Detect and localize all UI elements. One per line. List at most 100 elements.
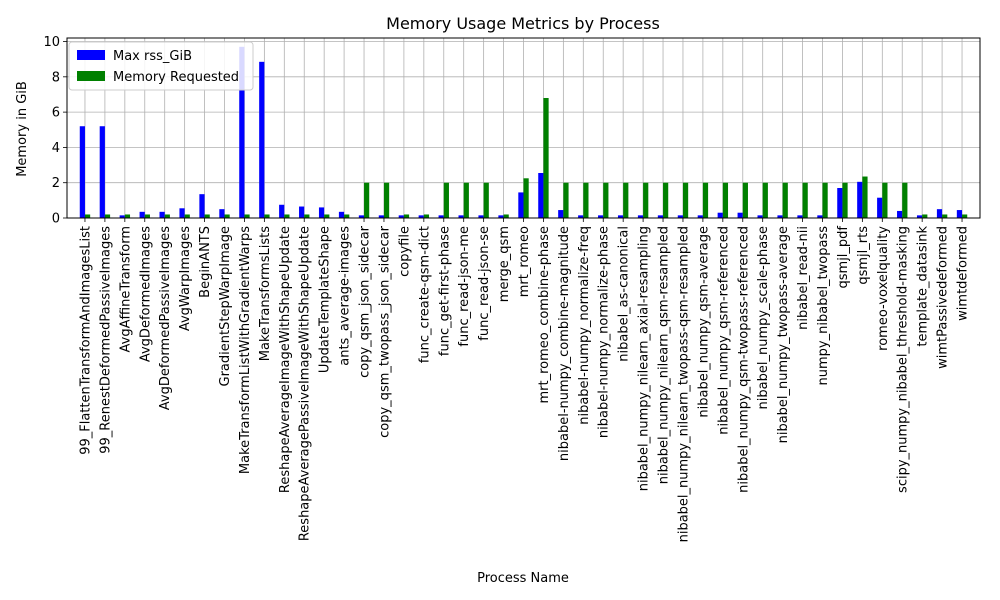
x-tick-label: copy_qsm_twopass_json_sidecar <box>377 225 392 438</box>
bar-max-rss <box>398 215 404 218</box>
bar-max-rss <box>757 215 763 218</box>
bar-memory-requested <box>324 214 330 218</box>
legend-swatch-memory-requested <box>77 71 105 81</box>
x-tick-label: nibabel-numpy_normalize-phase <box>597 226 612 438</box>
x-tick-label: func_get-first-phase <box>437 226 452 356</box>
bar-max-rss <box>538 173 544 218</box>
bar-max-rss <box>119 215 125 218</box>
bar-max-rss <box>159 211 165 218</box>
y-tick-label: 4 <box>52 141 60 156</box>
x-tick-label: func_create-qsm-dict <box>417 226 432 363</box>
bar-max-rss <box>239 46 245 218</box>
bar-max-rss <box>139 211 145 218</box>
x-tick-label: ReshapeAverageImageWithShapeUpdate <box>278 226 293 493</box>
bar-memory-requested <box>702 182 709 218</box>
bar-max-rss <box>518 192 524 218</box>
bar-memory-requested <box>543 98 549 218</box>
bar-memory-requested <box>264 214 270 218</box>
bar-memory-requested <box>722 182 729 218</box>
bar-memory-requested <box>124 214 131 218</box>
bar-max-rss <box>916 215 923 218</box>
x-tick-label: wimtdeformed <box>956 226 971 321</box>
bar-memory-requested <box>603 182 609 218</box>
bar-max-rss <box>717 212 723 218</box>
bar-max-rss <box>817 215 823 218</box>
x-tick-label: nibabel-numpy_normalize-freq <box>577 226 592 425</box>
bar-memory-requested <box>184 214 190 218</box>
x-tick-label: mrt_romeo_combine-phase <box>537 226 552 404</box>
bar-max-rss <box>777 215 783 218</box>
bar-max-rss <box>737 212 743 218</box>
x-tick-label: nibabel_numpy_qsm-referenced <box>716 226 731 435</box>
x-tick-label: nibabel-numpy_combine-magnitude <box>557 226 572 461</box>
legend-label-max-rss: Max rss_GiB <box>113 49 192 64</box>
x-tick-label: AvgWarpImages <box>178 226 193 331</box>
bar-max-rss <box>378 215 384 218</box>
bar-memory-requested <box>862 176 868 218</box>
y-tick-label: 0 <box>52 212 60 227</box>
bar-memory-requested <box>922 214 928 218</box>
bar-memory-requested <box>304 214 310 218</box>
y-tick-label: 8 <box>52 70 60 85</box>
bar-max-rss <box>219 209 225 218</box>
bar-max-rss <box>299 206 305 218</box>
bar-memory-requested <box>583 182 589 218</box>
bar-max-rss <box>697 215 703 218</box>
bar-memory-requested <box>882 182 888 218</box>
bar-memory-requested <box>802 182 808 218</box>
x-tick-label: nibabel_numpy_nilearn_twopass-qsm-resamp… <box>676 226 691 542</box>
x-tick-label: nibabel_numpy_nilearn_axial-resampling <box>637 226 652 491</box>
x-tick-label: UpdateTemplateShape <box>318 226 333 373</box>
x-tick-label: AvgDeformedPassiveImages <box>158 226 173 410</box>
bar-memory-requested <box>483 182 489 218</box>
bar-memory-requested <box>563 182 569 218</box>
bar-memory-requested <box>443 182 449 218</box>
x-tick-label: romeo-voxelquality <box>876 226 891 351</box>
x-tick-label: mrt_romeo <box>517 226 532 297</box>
bar-max-rss <box>598 215 604 218</box>
bar-max-rss <box>897 210 903 218</box>
chart-title: Memory Usage Metrics by Process <box>386 14 660 33</box>
bar-memory-requested <box>842 182 848 218</box>
x-tick-label: nibabel_as-canonical <box>617 226 632 362</box>
x-tick-label: copyfile <box>397 226 412 277</box>
y-axis-label: Memory in GiB <box>15 81 30 177</box>
x-tick-label: ReshapeAveragePassiveImageWithShapeUpdat… <box>298 226 313 541</box>
bar-memory-requested <box>204 214 210 218</box>
x-tick-label: AvgDeformedImages <box>138 226 153 362</box>
bar-max-rss <box>797 215 803 218</box>
bar-memory-requested <box>164 214 170 218</box>
x-tick-label: MakeTransformListWithGradientWarps <box>238 226 253 474</box>
x-tick-label: qsmjl_rts <box>856 226 871 285</box>
bar-memory-requested <box>344 214 350 218</box>
legend: Max rss_GiB Memory Requested <box>68 41 254 91</box>
bar-max-rss <box>478 215 484 218</box>
bar-max-rss <box>857 181 863 218</box>
bar-max-rss <box>358 215 365 218</box>
bar-memory-requested <box>782 182 788 218</box>
x-tick-label: nibabel_numpy_qsm-average <box>696 226 711 418</box>
x-tick-label: nibabel_read-nii <box>796 226 811 330</box>
bar-memory-requested <box>383 182 390 218</box>
bar-memory-requested <box>403 214 410 218</box>
x-tick-label: AvgAffineTransform <box>118 226 133 352</box>
bar-max-rss <box>558 210 564 218</box>
bar-max-rss <box>837 188 843 218</box>
bar-max-rss <box>179 208 185 218</box>
bar-max-rss <box>259 61 265 218</box>
y-tick-label: 10 <box>43 35 60 50</box>
bar-max-rss <box>936 209 943 218</box>
legend-label-memory-requested: Memory Requested <box>113 70 239 85</box>
bar-max-rss <box>79 126 85 218</box>
y-tick-label: 2 <box>52 176 60 191</box>
bar-memory-requested <box>822 182 828 218</box>
bar-max-rss <box>99 126 105 218</box>
bar-max-rss <box>956 210 963 218</box>
legend-box <box>68 41 254 91</box>
bar-memory-requested <box>104 214 111 218</box>
bar-memory-requested <box>742 182 748 218</box>
bar-max-rss <box>637 215 644 218</box>
bar-memory-requested <box>902 182 908 218</box>
